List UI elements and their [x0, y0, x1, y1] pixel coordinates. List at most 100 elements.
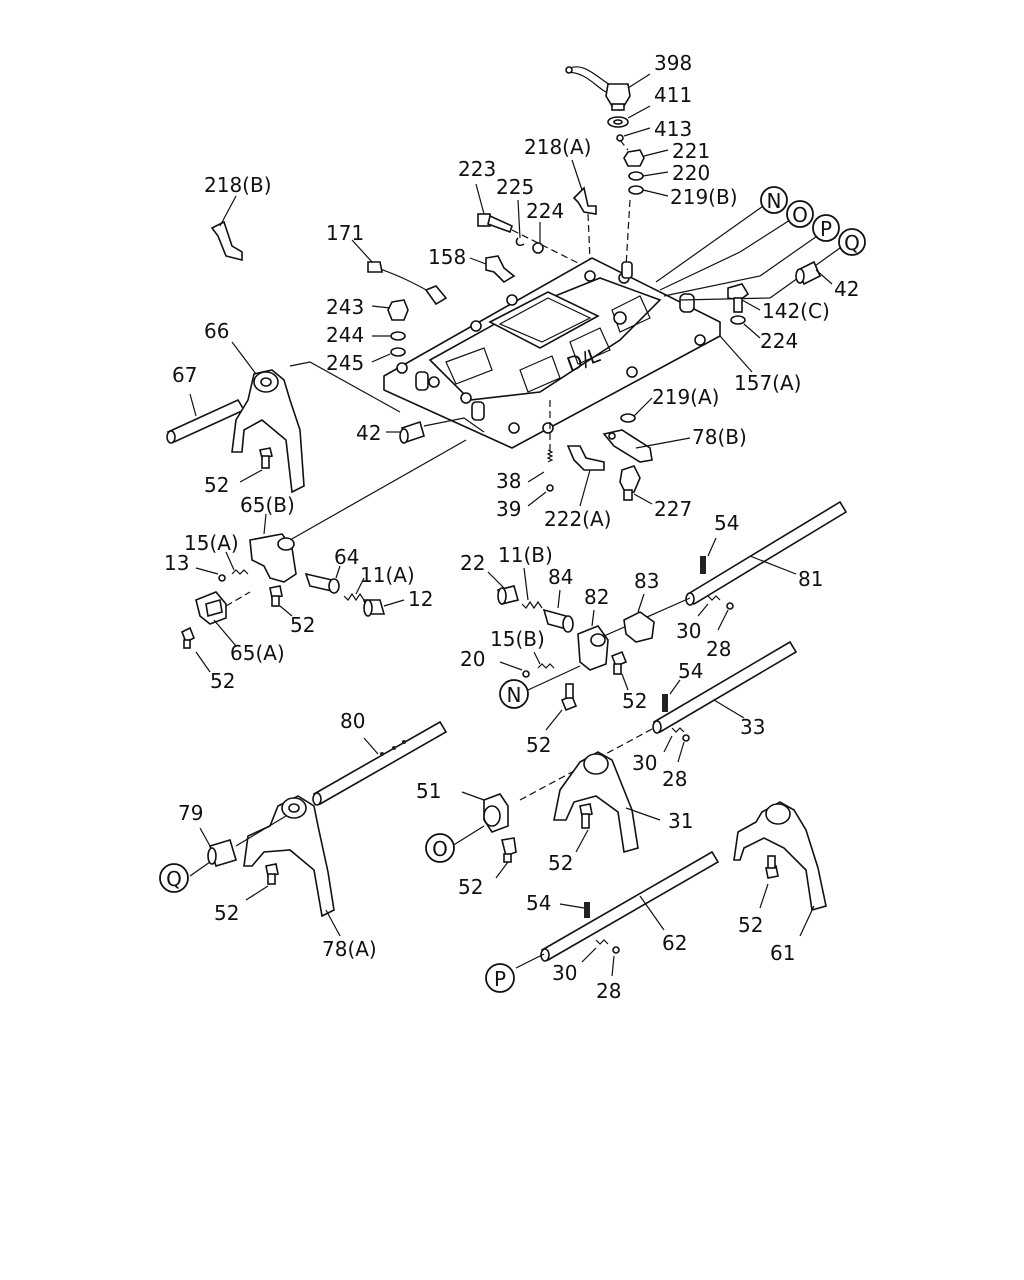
bolt-142c: [727, 283, 761, 313]
ball-28-33: [677, 734, 690, 763]
callout-245: 245: [326, 351, 364, 375]
block-83: [623, 593, 655, 643]
callout-62: 62: [662, 931, 687, 955]
switch-398: [565, 66, 651, 111]
pin-30-33: [663, 727, 685, 753]
callout-64: 64: [334, 545, 359, 569]
callout-219b: 219(B): [670, 185, 738, 209]
ball-20: [499, 661, 530, 678]
callout-11b: 11(B): [498, 543, 553, 567]
svg-text:P: P: [820, 217, 832, 241]
callout-221: 221: [672, 139, 710, 163]
callout-13: 13: [164, 551, 189, 575]
ball-28-62: [611, 946, 620, 977]
ref-P-bottom: P: [485, 963, 515, 993]
pin-30-62: [581, 939, 609, 963]
plug-42-left: [386, 420, 425, 444]
bolt-223: [475, 183, 513, 234]
pin-64: [304, 565, 341, 594]
callout-78a: 78(A): [322, 937, 377, 961]
callout-52-82: 52: [526, 733, 551, 757]
spring-15b: [533, 651, 555, 669]
ref-O-top: O: [786, 200, 814, 228]
svg-text:O: O: [792, 203, 808, 227]
callout-158: 158: [428, 245, 466, 269]
pin-227: [619, 465, 653, 505]
callout-411: 411: [654, 83, 692, 107]
shift-cover-157a: D/L: [383, 257, 721, 449]
fork-61: [733, 801, 827, 937]
plug-22: [487, 571, 519, 605]
shaft-67: [166, 393, 246, 444]
callout-84: 84: [548, 565, 573, 589]
washer-411: [607, 105, 651, 128]
callout-142c: 142(C): [762, 299, 830, 323]
washer-219a: [620, 397, 653, 423]
callout-66: 66: [204, 319, 229, 343]
callout-52-83: 52: [622, 689, 647, 713]
shaft-81: [685, 500, 848, 606]
callout-52-78a: 52: [214, 901, 239, 925]
callout-67: 67: [172, 363, 197, 387]
bolt-52-61: [759, 855, 779, 909]
svg-text:N: N: [767, 189, 782, 213]
washer-220: [628, 171, 669, 181]
callout-51: 51: [416, 779, 441, 803]
ball-413: [616, 127, 651, 142]
callout-33: 33: [740, 715, 765, 739]
nut-221: [623, 149, 669, 167]
callout-79: 79: [178, 801, 203, 825]
callout-219a: 219(A): [652, 385, 719, 409]
bolt-52-65a: [180, 626, 211, 673]
shaft-62: [540, 850, 720, 962]
callout-61: 61: [770, 941, 795, 965]
svg-text:Q: Q: [844, 231, 860, 255]
bolt-52-51: [495, 837, 517, 879]
callout-28-81: 28: [706, 637, 731, 661]
washer-219b: [628, 185, 669, 197]
callout-220: 220: [672, 161, 710, 185]
callout-157a: 157(A): [734, 371, 801, 395]
callout-38: 38: [496, 469, 521, 493]
callout-42-right: 42: [834, 277, 859, 301]
callout-82: 82: [584, 585, 609, 609]
washer-224-right: [730, 315, 761, 339]
callout-398: 398: [654, 51, 692, 75]
plug-79: [199, 827, 237, 867]
bolt-52-31: [575, 803, 593, 853]
callout-222a: 222(A): [544, 507, 611, 531]
callout-12: 12: [408, 587, 433, 611]
callout-83: 83: [634, 569, 659, 593]
callout-30-62: 30: [552, 961, 577, 985]
callout-218b: 218(B): [204, 173, 272, 197]
washer-224-top: [532, 222, 544, 254]
ref-N-top: N: [760, 186, 788, 214]
callout-78b: 78(B): [692, 425, 747, 449]
bolt-52-83: [610, 650, 629, 691]
callout-244: 244: [326, 323, 364, 347]
callout-52-65b: 52: [290, 613, 315, 637]
spring-54-62: [559, 902, 590, 918]
bolt-52-65b: [269, 585, 293, 617]
washer-245: [371, 347, 406, 363]
plug-42-right: [795, 260, 833, 286]
ref-P-top: P: [812, 214, 840, 242]
bracket-218a: [571, 159, 597, 215]
lever-78b: [602, 429, 691, 463]
callout-224-right: 224: [760, 329, 798, 353]
spring-54-81: [700, 537, 717, 574]
callout-52-61: 52: [738, 913, 763, 937]
callout-28-33: 28: [662, 767, 687, 791]
fork-78a: [243, 795, 341, 937]
callout-413: 413: [654, 117, 692, 141]
sensor-158: [469, 255, 516, 284]
callout-54-81: 54: [714, 511, 739, 535]
callout-22: 22: [460, 551, 485, 575]
bracket-218b: [210, 195, 243, 262]
callout-218a: 218(A): [524, 135, 591, 159]
ref-Q-left: Q: [159, 863, 189, 893]
callout-52-65a: 52: [210, 669, 235, 693]
spring-38: [527, 449, 554, 483]
spring-11a: [343, 577, 365, 602]
callout-52-51: 52: [458, 875, 483, 899]
